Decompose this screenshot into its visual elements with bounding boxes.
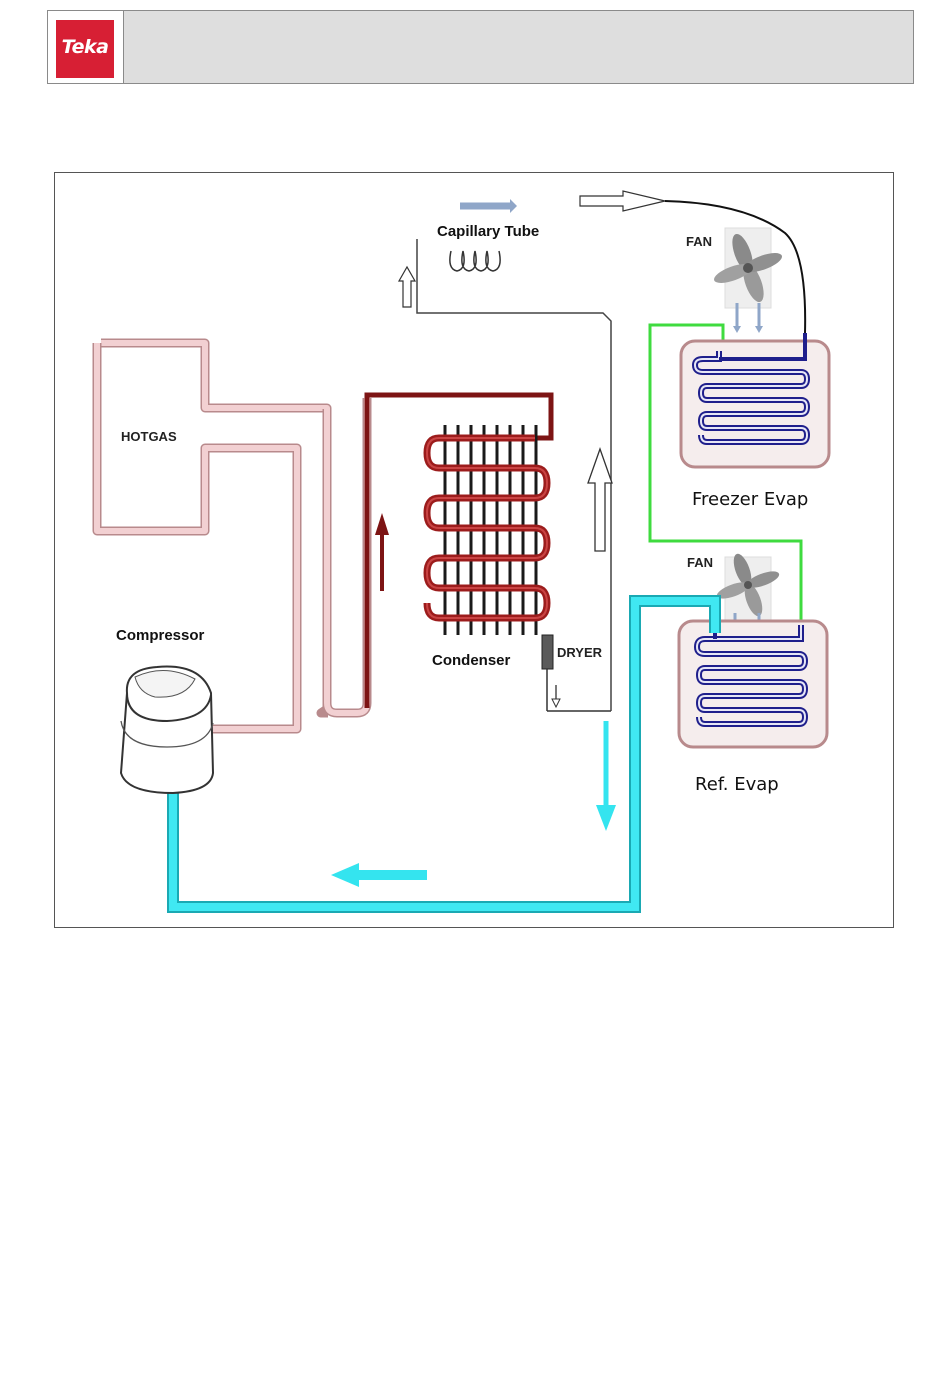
compressor-label: Compressor <box>116 627 205 644</box>
fan-bottom <box>715 552 781 629</box>
page-header: Teka <box>47 10 914 84</box>
teka-logo: Teka <box>56 20 114 78</box>
diagram-canvas: HOTGAS Condenser <box>55 173 893 927</box>
logo-cell: Teka <box>48 11 124 83</box>
freezer-evap-label: Freezer Evap <box>692 489 808 510</box>
refrigeration-cycle-diagram: HOTGAS Condenser <box>54 172 894 928</box>
ref-evap-label: Ref. Evap <box>695 774 779 795</box>
hotgas-label: HOTGAS <box>121 429 177 444</box>
liquid-line <box>399 239 612 711</box>
logo-text: Teka <box>56 36 114 58</box>
fan-top-label: FAN <box>686 234 712 249</box>
suction-line <box>173 601 715 907</box>
condenser-label: Condenser <box>432 652 511 669</box>
fan-top <box>712 228 784 333</box>
compressor <box>121 667 213 793</box>
capillary-tube-label: Capillary Tube <box>437 223 539 240</box>
dryer-label: DRYER <box>557 645 603 660</box>
ref-evaporator <box>679 621 827 747</box>
freezer-evaporator <box>681 333 829 467</box>
condenser-coil <box>427 425 547 635</box>
fan-bottom-label: FAN <box>687 555 713 570</box>
